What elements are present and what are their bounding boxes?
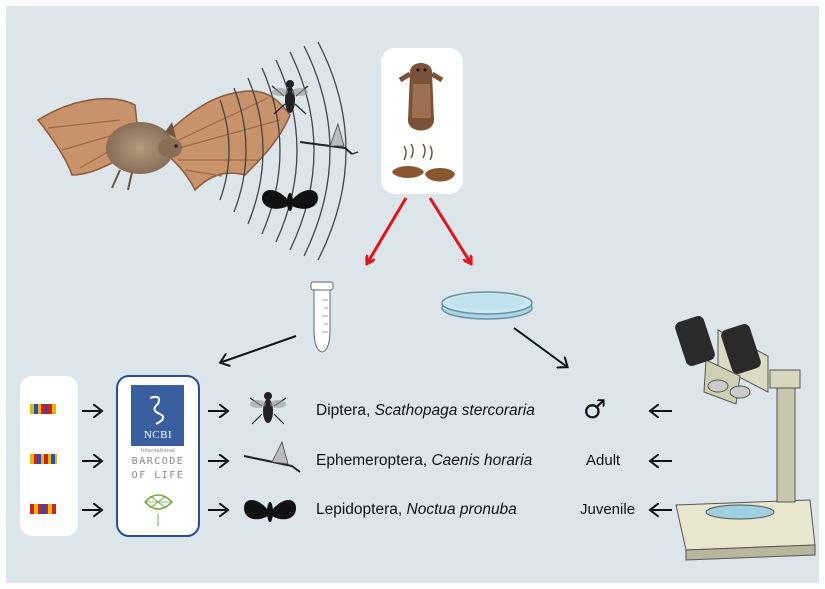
fly-silhouette [250, 392, 286, 424]
order-name: Diptera [316, 402, 366, 419]
species-label-row1: Diptera, Scathopaga stercoraria [316, 402, 535, 420]
tube-icon [311, 282, 333, 352]
mayfly-silhouette [244, 442, 300, 472]
order-name: Lepidoptera [316, 501, 398, 518]
bol-small-text: International [118, 448, 198, 454]
order-name: Ephemeroptera [316, 452, 423, 469]
arrow-dish-to-morphology [514, 328, 566, 366]
arrows-barcode-to-db [82, 411, 100, 510]
bat-illustration [38, 91, 290, 190]
bol-line-2: OF LIFE [118, 470, 198, 481]
moth-silhouette-top [262, 190, 318, 211]
species-name: Scathopaga stercoraria [375, 402, 535, 419]
barcode-icon-1 [30, 404, 56, 414]
microscope-icon [674, 314, 815, 560]
stage-adult: Adult [586, 452, 620, 469]
arrows-db-to-insects [208, 411, 226, 510]
species-label-row2: Ephemeroptera, Caenis horaria [316, 452, 532, 470]
barcode-icon-2 [30, 454, 57, 464]
stage-juvenile: Juvenile [580, 501, 635, 518]
red-arrow-to-dish [430, 198, 470, 262]
species-label-row3: Lepidoptera, Noctua pronuba [316, 501, 517, 519]
bol-line-1: BARCODE [118, 456, 198, 467]
barcode-panel [20, 376, 78, 536]
species-name: Caenis horaria [431, 452, 532, 469]
species-name: Noctua pronuba [407, 501, 517, 518]
barcode-icon-3 [30, 504, 56, 514]
moth-silhouette [244, 500, 296, 522]
petri-dish-icon [442, 292, 532, 319]
stage-male-symbol: ♂ [583, 397, 606, 423]
red-arrow-to-tube [368, 198, 406, 262]
arrows-microscope-to-stage [652, 411, 672, 510]
arrow-tube-to-barcode [222, 336, 296, 362]
faeces-sample-panel [381, 48, 463, 194]
ncbi-logo-text: NCBI [140, 429, 176, 441]
